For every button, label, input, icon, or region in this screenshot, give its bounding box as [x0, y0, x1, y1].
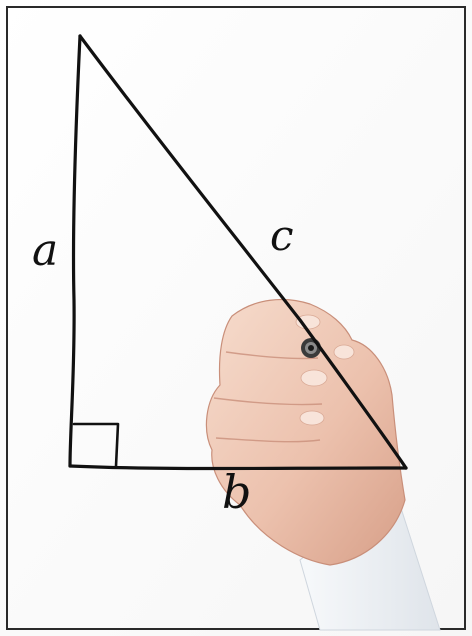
side-b-line — [68, 464, 408, 471]
label-side-a: a — [32, 225, 58, 276]
right-angle-marker — [72, 422, 120, 468]
image-frame — [6, 6, 466, 630]
side-a-line — [68, 34, 82, 468]
label-side-b: b — [222, 465, 251, 519]
label-side-c: c — [270, 211, 294, 260]
hand — [205, 298, 406, 566]
side-c-line — [78, 34, 408, 470]
right-triangle — [68, 34, 408, 471]
marker-pen-icon — [301, 338, 321, 358]
